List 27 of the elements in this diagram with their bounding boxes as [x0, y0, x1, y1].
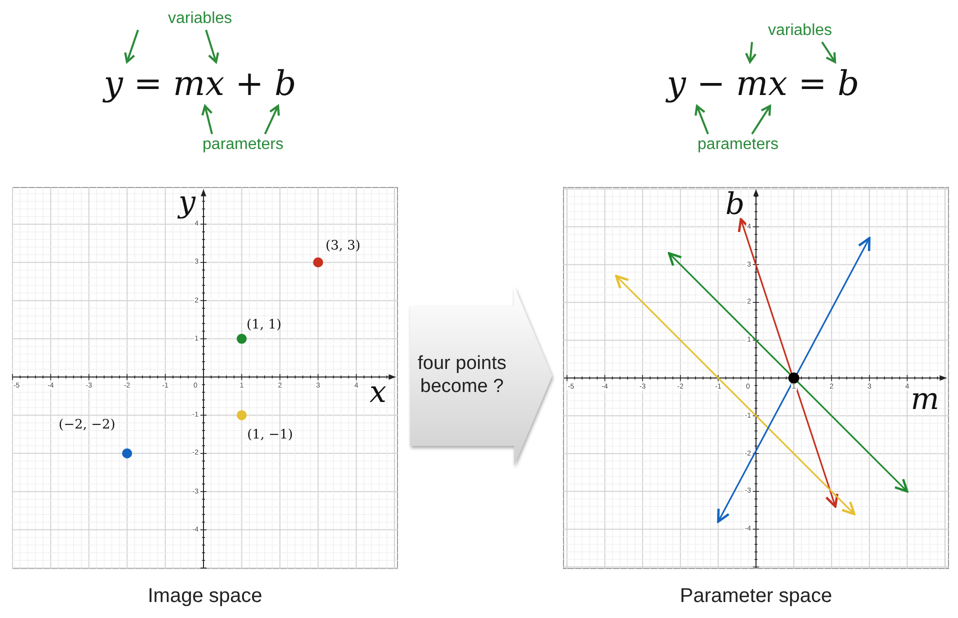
axis-label: y	[178, 188, 196, 218]
plot-label: Image space	[148, 585, 262, 608]
axis-label: m	[910, 385, 940, 415]
edge-label: four points become ?	[416, 353, 508, 399]
point-label: (1, 1)	[246, 318, 282, 332]
axis-label: b	[725, 190, 745, 220]
arrow	[744, 42, 757, 64]
arrow	[694, 104, 709, 134]
point-label: (1, −1)	[247, 428, 293, 442]
arrow	[205, 30, 220, 64]
equation: y − mx = b	[666, 64, 860, 104]
arrow	[201, 104, 213, 134]
arrow	[751, 104, 772, 135]
annotation-text: variables	[768, 22, 832, 40]
arrow	[821, 41, 836, 64]
arrow	[124, 30, 139, 64]
annotation-text: variables	[168, 10, 232, 28]
annotation-text: parameters	[202, 136, 284, 154]
annotation-text: parameters	[698, 136, 778, 154]
coordinate-plane	[12, 187, 398, 569]
arrow	[264, 104, 280, 134]
point-label: (−2, −2)	[58, 418, 116, 432]
coordinate-plane	[563, 187, 949, 569]
plot-label: Parameter space	[680, 585, 832, 608]
axis-label: x	[370, 378, 386, 408]
equation: y = mx + b	[104, 64, 296, 104]
point-label: (3, 3)	[326, 240, 360, 252]
